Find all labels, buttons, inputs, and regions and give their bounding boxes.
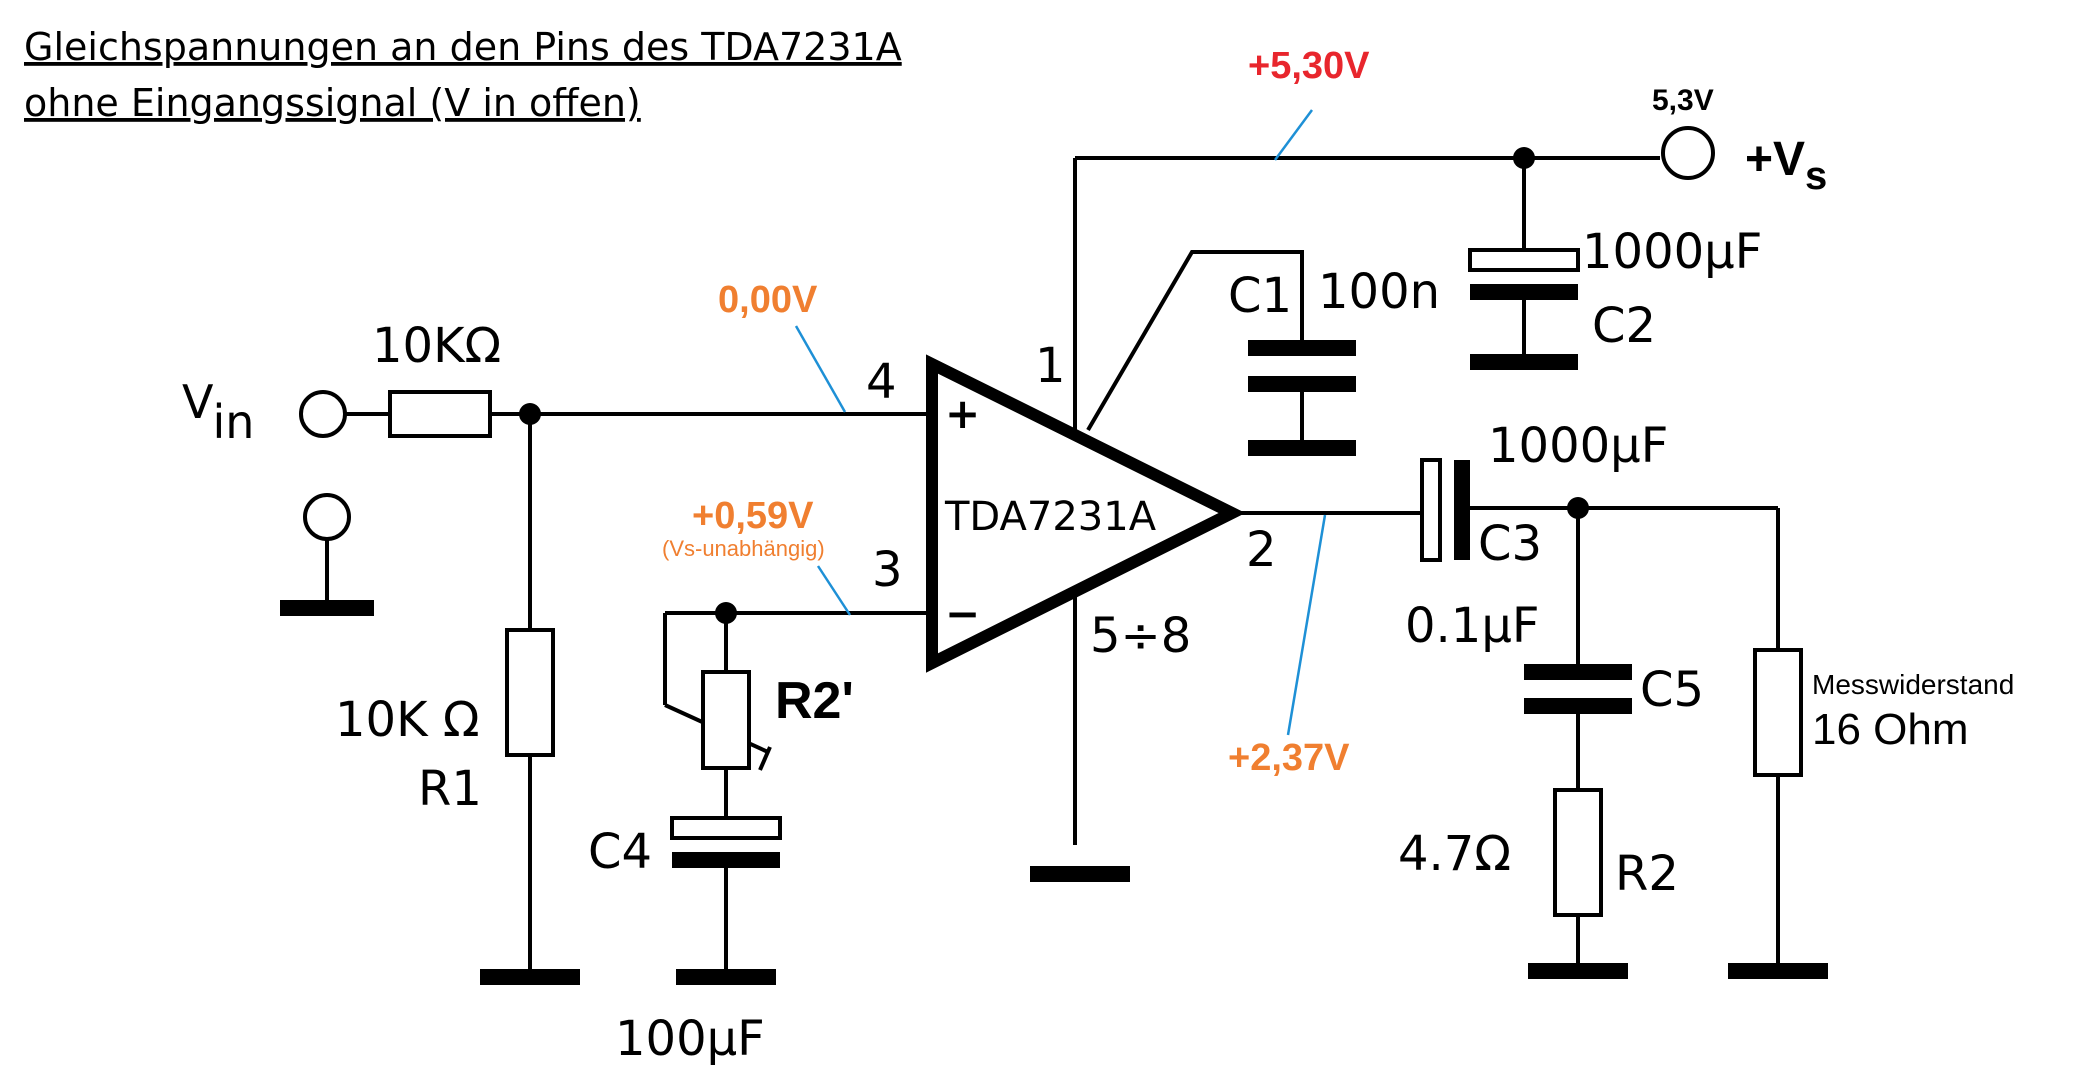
supply-voltage-label: 5,3V [1652, 84, 1714, 117]
input-resistor [388, 390, 492, 438]
pin3-measurement: +0,59V [692, 495, 814, 537]
c3-name-label: C3 [1478, 516, 1542, 572]
pin4-measurement: 0,00V [718, 279, 818, 321]
r1-value-label: 10K Ω [335, 692, 480, 748]
pin2-measurement: +2,37V [1228, 737, 1350, 779]
c1-value-label: 100n [1318, 264, 1440, 320]
pin-1-label: 1 [1035, 338, 1066, 394]
capacitor-c2 [1468, 158, 1580, 370]
c4-name-label: C4 [588, 824, 652, 880]
pin2-leader [1286, 514, 1327, 736]
pin3-note: (Vs-unabhängig) [662, 536, 825, 561]
r2-prime-label: R2' [775, 672, 854, 730]
c4-value-label: 100μF [615, 1011, 765, 1067]
load-name-label: Messwiderstand [1812, 669, 2014, 700]
pin-2-label: 2 [1246, 522, 1277, 578]
supply-leader [1273, 109, 1314, 161]
load-value-label: 16 Ohm [1812, 705, 1969, 754]
ic-triangle [926, 354, 1246, 673]
c2-value-label: 1000μF [1582, 224, 1762, 280]
vin-label: Vin [182, 375, 254, 449]
input-resistor-label: 10KΩ [372, 318, 501, 374]
input-section [280, 390, 930, 985]
c1-name-label: C1 [1228, 268, 1292, 324]
c5-value-label: 0.1μF [1405, 598, 1539, 654]
pin-3-label: 3 [872, 542, 903, 598]
c3-value-label: 1000μF [1488, 418, 1668, 474]
resistor-r1 [505, 628, 555, 757]
pin3-leader [816, 565, 852, 616]
c2-name-label: C2 [1592, 298, 1656, 354]
ground-terminal [303, 493, 351, 541]
pin-4-label: 4 [866, 354, 897, 410]
vin-terminal [299, 390, 347, 438]
feedback-network [663, 602, 930, 985]
pin-gnd-label: 5÷8 [1090, 608, 1191, 664]
supply-terminal [1661, 126, 1715, 180]
title-line-2: ohne Eingangssignal (V in offen) [24, 81, 641, 125]
r2-value-label: 4.7Ω [1398, 826, 1511, 882]
ic-name-label: TDA7231A [944, 494, 1157, 540]
r2-name-label: R2 [1615, 846, 1679, 902]
r1-name-label: R1 [418, 761, 482, 817]
supply-measurement: +5,30V [1248, 45, 1370, 87]
ic-plus-label: + [945, 389, 980, 438]
c5-name-label: C5 [1640, 662, 1704, 718]
resistor-r2 [1553, 788, 1603, 917]
supply-label: +Vs [1745, 133, 1827, 198]
title-line-1: Gleichspannungen an den Pins des TDA7231… [24, 25, 902, 69]
resistor-r2-prime [701, 670, 751, 770]
capacitor-c1 [1086, 250, 1356, 456]
load-resistor [1753, 648, 1803, 777]
output-section [1232, 458, 1828, 979]
pin4-leader [794, 325, 847, 413]
ic-minus-label: − [945, 589, 980, 638]
supply-rail [1073, 126, 1715, 845]
